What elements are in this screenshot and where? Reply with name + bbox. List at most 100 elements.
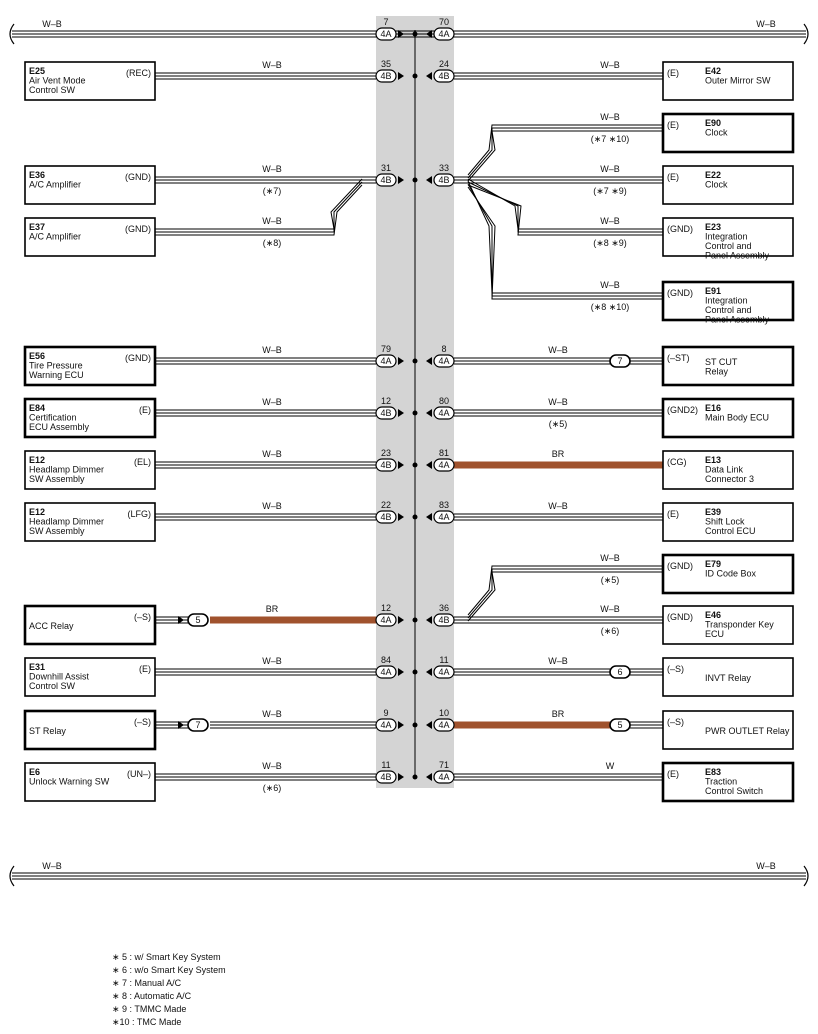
arrow-icon	[426, 176, 432, 184]
legend-item: ∗ 8 : Automatic A/C	[112, 991, 192, 1001]
arrow-icon	[426, 409, 432, 417]
pin-label: (–S)	[667, 717, 684, 727]
relay-pin-number: 7	[617, 356, 622, 366]
pin-label: (GND)	[667, 224, 693, 234]
component-name: Control and	[705, 241, 752, 251]
pin-number: 33	[439, 163, 449, 173]
splice-dot	[412, 177, 418, 183]
connector-id: 4A	[438, 408, 449, 418]
wire-color-label: W–B	[548, 501, 568, 511]
harness-branch	[155, 178, 363, 230]
component-name: A/C Amplifier	[29, 180, 81, 190]
pin-label: (–S)	[134, 612, 151, 622]
component-name: INVT Relay	[705, 673, 751, 683]
arrow-icon	[426, 72, 432, 80]
splice-dot	[412, 358, 418, 364]
wire-color-label: W–B	[262, 656, 282, 666]
component-name: Outer Mirror SW	[705, 76, 771, 86]
pin-label: (CG)	[667, 457, 687, 467]
wire-color-label: W–B	[262, 216, 282, 226]
component-frame	[23, 709, 157, 751]
relay-pin-number: 5	[195, 615, 200, 625]
component-name: ID Code Box	[705, 569, 757, 579]
arrow-icon	[178, 721, 184, 729]
splice-dot	[412, 462, 418, 468]
connector-id: 4A	[438, 460, 449, 470]
pin-label: (EL)	[134, 457, 151, 467]
connector-shape	[375, 718, 397, 732]
component-code: E90	[705, 118, 721, 128]
connector-id: 4A	[380, 667, 391, 677]
component-frame	[24, 165, 156, 205]
component-code: E46	[705, 610, 721, 620]
component-frame	[661, 112, 795, 154]
break-mark	[9, 865, 15, 887]
component-frame	[662, 657, 794, 697]
harness-branch	[467, 180, 663, 294]
connector-id: 4B	[380, 71, 391, 81]
pin-number: 12	[381, 603, 391, 613]
wire-color-label: W–B	[262, 397, 282, 407]
connector-id: 4A	[380, 615, 391, 625]
wire-note: (∗8 ∗9)	[593, 238, 627, 248]
connector-id: 4A	[438, 29, 449, 39]
component-name: Control ECU	[705, 526, 756, 536]
component-frame	[661, 280, 795, 322]
pin-number: 71	[439, 760, 449, 770]
component-name: Panel Assembly	[705, 251, 770, 261]
component-name: Control SW	[29, 681, 76, 691]
component-code: E13	[705, 455, 721, 465]
arrow-icon	[398, 773, 404, 781]
component-name: ACC Relay	[29, 621, 74, 631]
connector-id: 4B	[438, 615, 449, 625]
pin-label: (GND)	[125, 224, 151, 234]
wire-color-label: W–B	[262, 761, 282, 771]
arrow-icon	[426, 30, 432, 38]
wire-color-label: W	[606, 761, 615, 771]
relay-pin-number: 5	[617, 720, 622, 730]
arrow-icon	[398, 72, 404, 80]
legend-item: ∗ 5 : w/ Smart Key System	[112, 952, 221, 962]
component-name: ST Relay	[29, 726, 66, 736]
legend-item: ∗ 6 : w/o Smart Key System	[112, 965, 226, 975]
break-mark	[803, 23, 809, 45]
pin-number: 9	[383, 708, 388, 718]
component-box: ST Relay(–S)	[23, 709, 157, 751]
pin-label: (E)	[667, 172, 679, 182]
arrow-icon	[398, 513, 404, 521]
pin-number: 31	[381, 163, 391, 173]
connector-id: 4B	[438, 175, 449, 185]
pin-label: (REC)	[126, 68, 151, 78]
wire-note: (∗7 ∗10)	[591, 134, 630, 144]
component-code: E84	[29, 403, 45, 413]
pin-number: 84	[381, 655, 391, 665]
component-code: E22	[705, 170, 721, 180]
component-name: Warning ECU	[29, 370, 84, 380]
wire-color-label: W–B	[42, 19, 62, 29]
component-code: E12	[29, 507, 45, 517]
legend-item: ∗ 7 : Manual A/C	[112, 978, 182, 988]
wire-color-label: BR	[552, 449, 565, 459]
wire-note: (∗5)	[601, 575, 620, 585]
pin-number: 10	[439, 708, 449, 718]
splice-dot	[412, 73, 418, 79]
harness-branch	[467, 181, 663, 233]
junction-connector: 4A7	[375, 17, 404, 41]
connector-shape	[375, 770, 397, 784]
connector-id: 4B	[380, 772, 391, 782]
connector-shape	[375, 354, 397, 368]
component-name: Main Body ECU	[705, 413, 769, 423]
connector-shape	[375, 27, 397, 41]
arrow-icon	[398, 409, 404, 417]
harness-branch	[155, 181, 363, 233]
relay-pin-shape	[609, 665, 631, 679]
component-name: Integration	[705, 232, 748, 242]
